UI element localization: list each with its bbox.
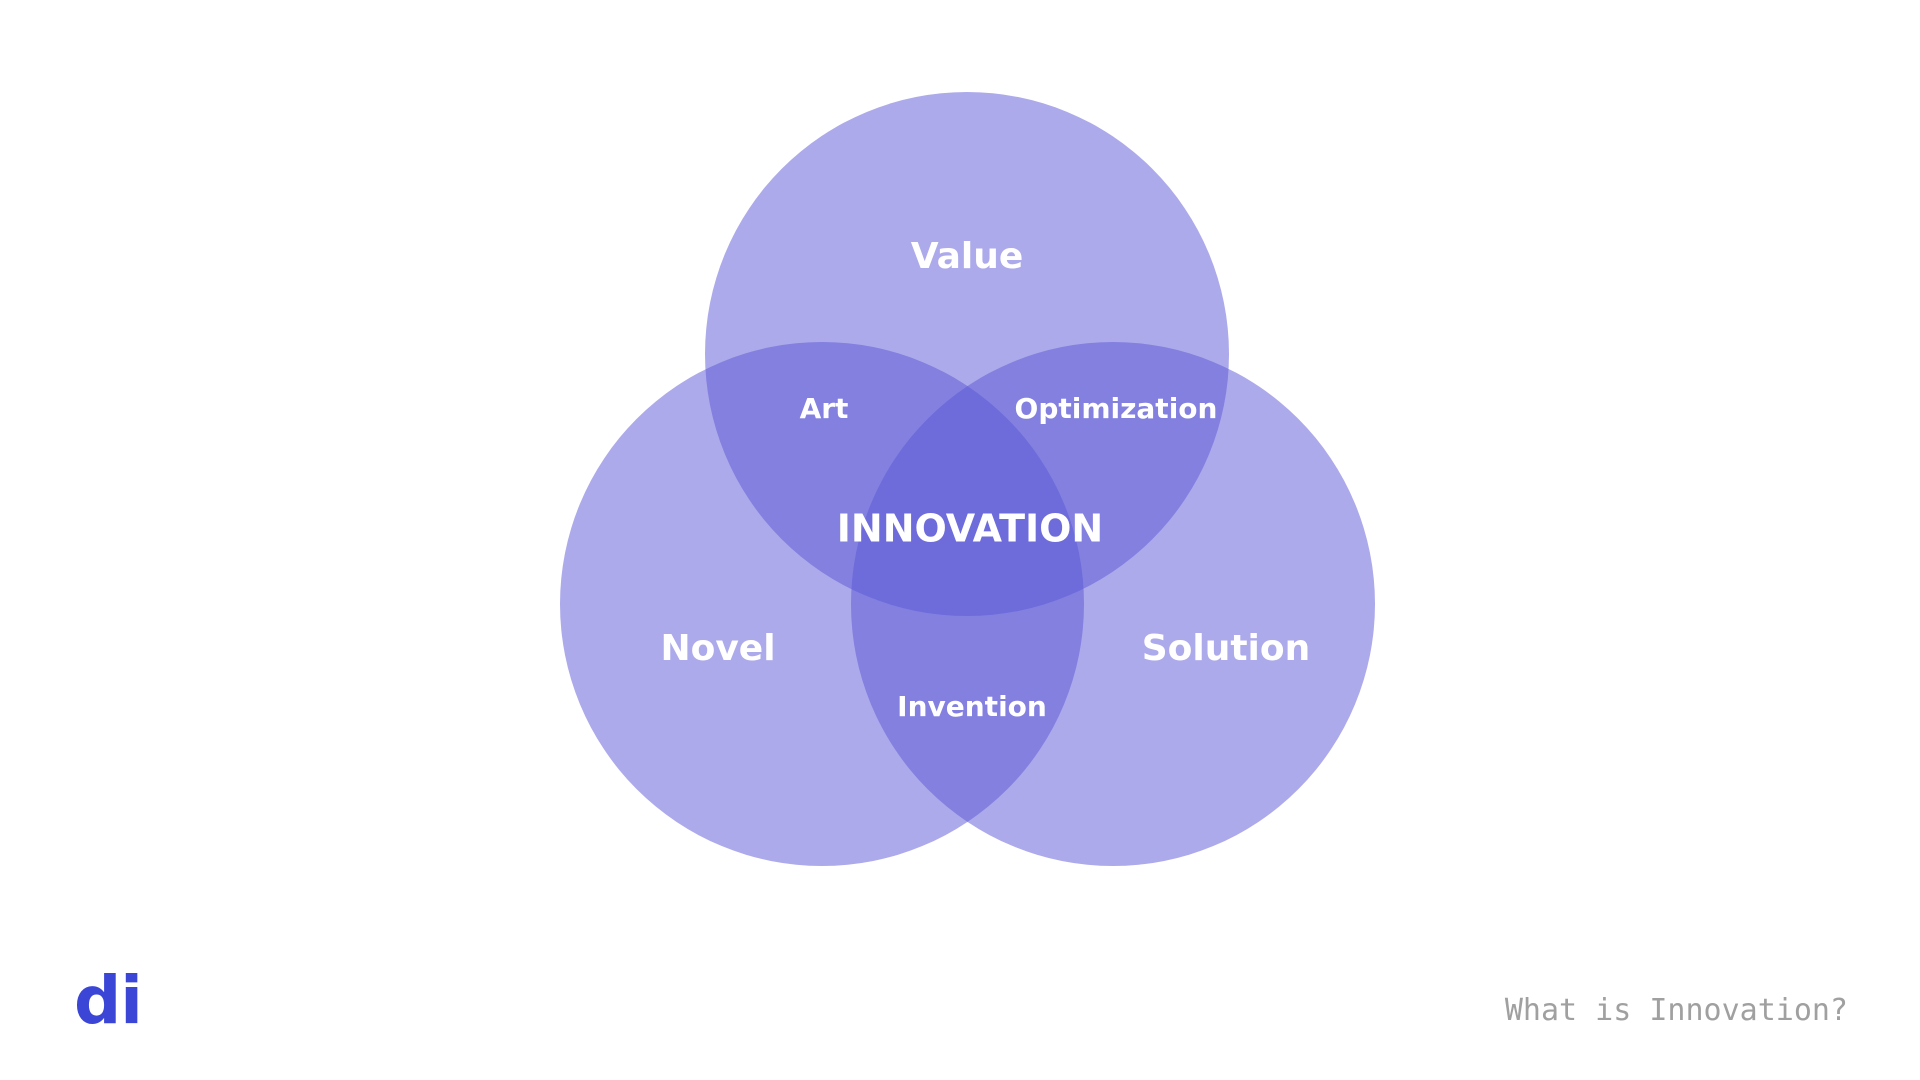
label-value: Value xyxy=(911,236,1024,277)
logo: di xyxy=(74,962,143,1039)
footer-title: What is Innovation? xyxy=(1504,993,1848,1028)
label-solution: Solution xyxy=(1142,628,1311,669)
label-optimization: Optimization xyxy=(1015,392,1218,425)
label-novel: Novel xyxy=(660,628,775,669)
circle-solution xyxy=(851,342,1375,866)
label-invention: Invention xyxy=(897,690,1047,723)
label-innovation: INNOVATION xyxy=(837,507,1103,551)
label-art: Art xyxy=(800,392,849,425)
